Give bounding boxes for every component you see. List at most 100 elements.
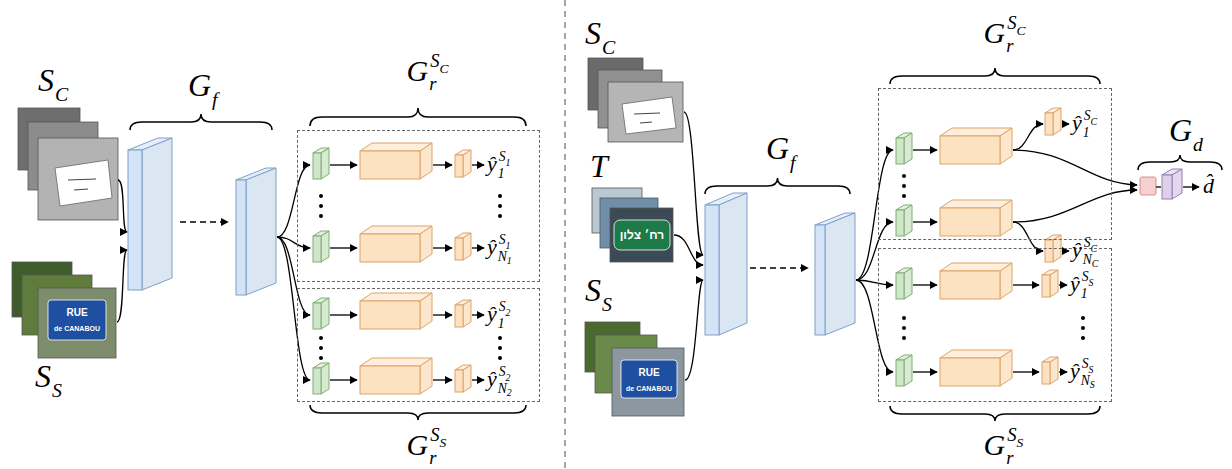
scene-image — [612, 348, 684, 416]
math-symbol: f — [790, 153, 796, 173]
block-front — [236, 180, 246, 295]
ellipsis-dot — [902, 336, 906, 340]
arrow — [277, 165, 310, 237]
classifier-block — [455, 150, 471, 177]
block-side — [246, 168, 276, 295]
block-front — [896, 360, 904, 386]
block-front — [815, 225, 825, 335]
block-side — [825, 213, 855, 335]
block-front — [455, 370, 463, 392]
arrow — [913, 221, 937, 222]
gradient-reversal-block — [1140, 177, 1156, 195]
math-symbol: C — [55, 85, 68, 105]
group-heading: r — [429, 75, 436, 94]
math-symbol: ŷ — [1072, 112, 1082, 134]
math-symbol: d — [1193, 135, 1203, 155]
encoder-block — [128, 138, 172, 290]
block-front — [313, 236, 321, 262]
group-heading: G — [407, 430, 429, 460]
arrow — [1013, 284, 1039, 285]
block-side — [420, 226, 432, 262]
math-symbol: N — [1081, 374, 1090, 388]
group-heading: S — [439, 436, 446, 450]
block-front — [1162, 175, 1172, 199]
group-heading: S — [1016, 436, 1023, 450]
math-symbol: 1 — [506, 241, 511, 251]
arrow — [330, 247, 357, 248]
math-symbol: C — [1091, 117, 1098, 127]
math-symbol: G — [188, 69, 211, 101]
paper-card — [55, 160, 112, 206]
block-front — [455, 238, 463, 260]
math-symbol: S — [1089, 278, 1094, 288]
target-image — [610, 208, 673, 262]
math-symbol: S — [35, 360, 51, 392]
ellipsis-dot — [498, 346, 502, 350]
block-front — [705, 205, 719, 335]
block-side — [1000, 263, 1012, 299]
group-heading: S — [1007, 14, 1016, 33]
math-symbol: ŷ — [1072, 239, 1082, 261]
group-heading: G — [984, 430, 1006, 460]
arrow — [856, 150, 893, 280]
sign-text: RUE — [66, 308, 87, 318]
block-front — [940, 208, 1000, 236]
block-side — [719, 193, 747, 335]
block-side — [420, 143, 432, 179]
math-symbol: ŷ — [487, 368, 497, 390]
block-front — [128, 150, 142, 290]
block-front — [360, 234, 420, 262]
ellipsis-dot — [498, 194, 502, 198]
arrow — [1013, 150, 1137, 185]
math-symbol: 2 — [506, 373, 511, 383]
math-symbol: C — [602, 38, 615, 58]
math-symbol: S — [499, 233, 506, 247]
ellipsis-dot — [498, 336, 502, 340]
math-symbol: ŷ — [487, 236, 497, 258]
arrow — [1059, 284, 1067, 285]
panel-separator — [564, 0, 566, 469]
block-side — [1000, 350, 1012, 386]
arrow — [472, 314, 484, 315]
block-front — [313, 303, 321, 329]
group-heading: G — [407, 56, 429, 86]
embedding-block — [896, 205, 912, 236]
block-front — [1045, 240, 1053, 262]
block-side — [1000, 200, 1012, 236]
block-front — [360, 301, 420, 329]
arrow — [472, 379, 484, 380]
arrow — [856, 222, 893, 280]
math-symbol: ŷ — [1070, 273, 1080, 295]
arrow — [1062, 250, 1069, 251]
math-symbol: N — [498, 250, 507, 264]
group-heading: r — [429, 449, 436, 468]
math-symbol: 1 — [506, 158, 511, 168]
embedding-block — [313, 148, 329, 179]
arrow — [433, 164, 452, 165]
ellipsis-dot — [319, 194, 323, 198]
arrow — [674, 235, 703, 265]
arrow — [1156, 186, 1161, 187]
block-front — [940, 136, 1000, 164]
arrow — [433, 314, 452, 315]
block-side — [904, 355, 912, 386]
arrow — [913, 149, 937, 150]
classifier-block — [455, 365, 471, 392]
block-side — [904, 133, 912, 164]
arrow — [330, 314, 357, 315]
block-side — [904, 205, 912, 236]
math-symbol: C — [1091, 244, 1098, 254]
block-front — [360, 151, 420, 179]
arrow — [330, 164, 357, 165]
math-symbol: S — [499, 150, 506, 164]
ellipsis-dot — [319, 214, 323, 218]
math-symbol: T — [590, 150, 608, 182]
math-symbol: S — [499, 365, 506, 379]
synthetic-image — [38, 138, 118, 220]
ellipsis-dot — [902, 326, 906, 330]
block-side — [321, 363, 329, 394]
arrow — [1013, 190, 1137, 222]
embedding-block — [313, 298, 329, 329]
encoder-block — [705, 193, 747, 335]
block-front — [1042, 275, 1050, 297]
